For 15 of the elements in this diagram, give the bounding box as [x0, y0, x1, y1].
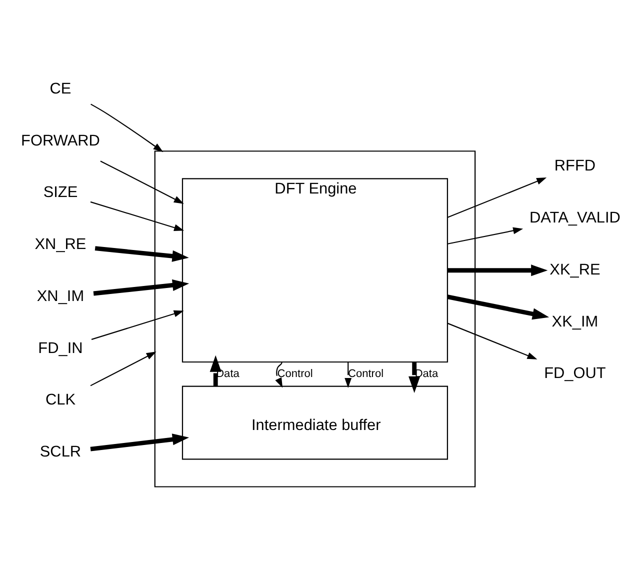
- node-text: XN_IM: [36, 288, 84, 305]
- node-text: RFFD: [554, 158, 596, 175]
- node-text: FORWARD: [21, 132, 100, 150]
- node-text: XK_RE: [550, 261, 600, 278]
- node-text: XK_IM: [552, 313, 598, 330]
- node-text: SIZE: [43, 184, 78, 202]
- node-text: SCLR: [40, 444, 82, 461]
- edge-label: Control: [348, 368, 384, 380]
- node-text: FD_OUT: [544, 365, 606, 382]
- node-text: DATA_VALID: [530, 210, 620, 227]
- node-text: XN_RE: [34, 236, 86, 254]
- node-text: FD_IN: [38, 340, 83, 357]
- edge-label: Control: [277, 368, 313, 380]
- node-text: CLK: [45, 392, 76, 409]
- node-text: CE: [50, 80, 72, 98]
